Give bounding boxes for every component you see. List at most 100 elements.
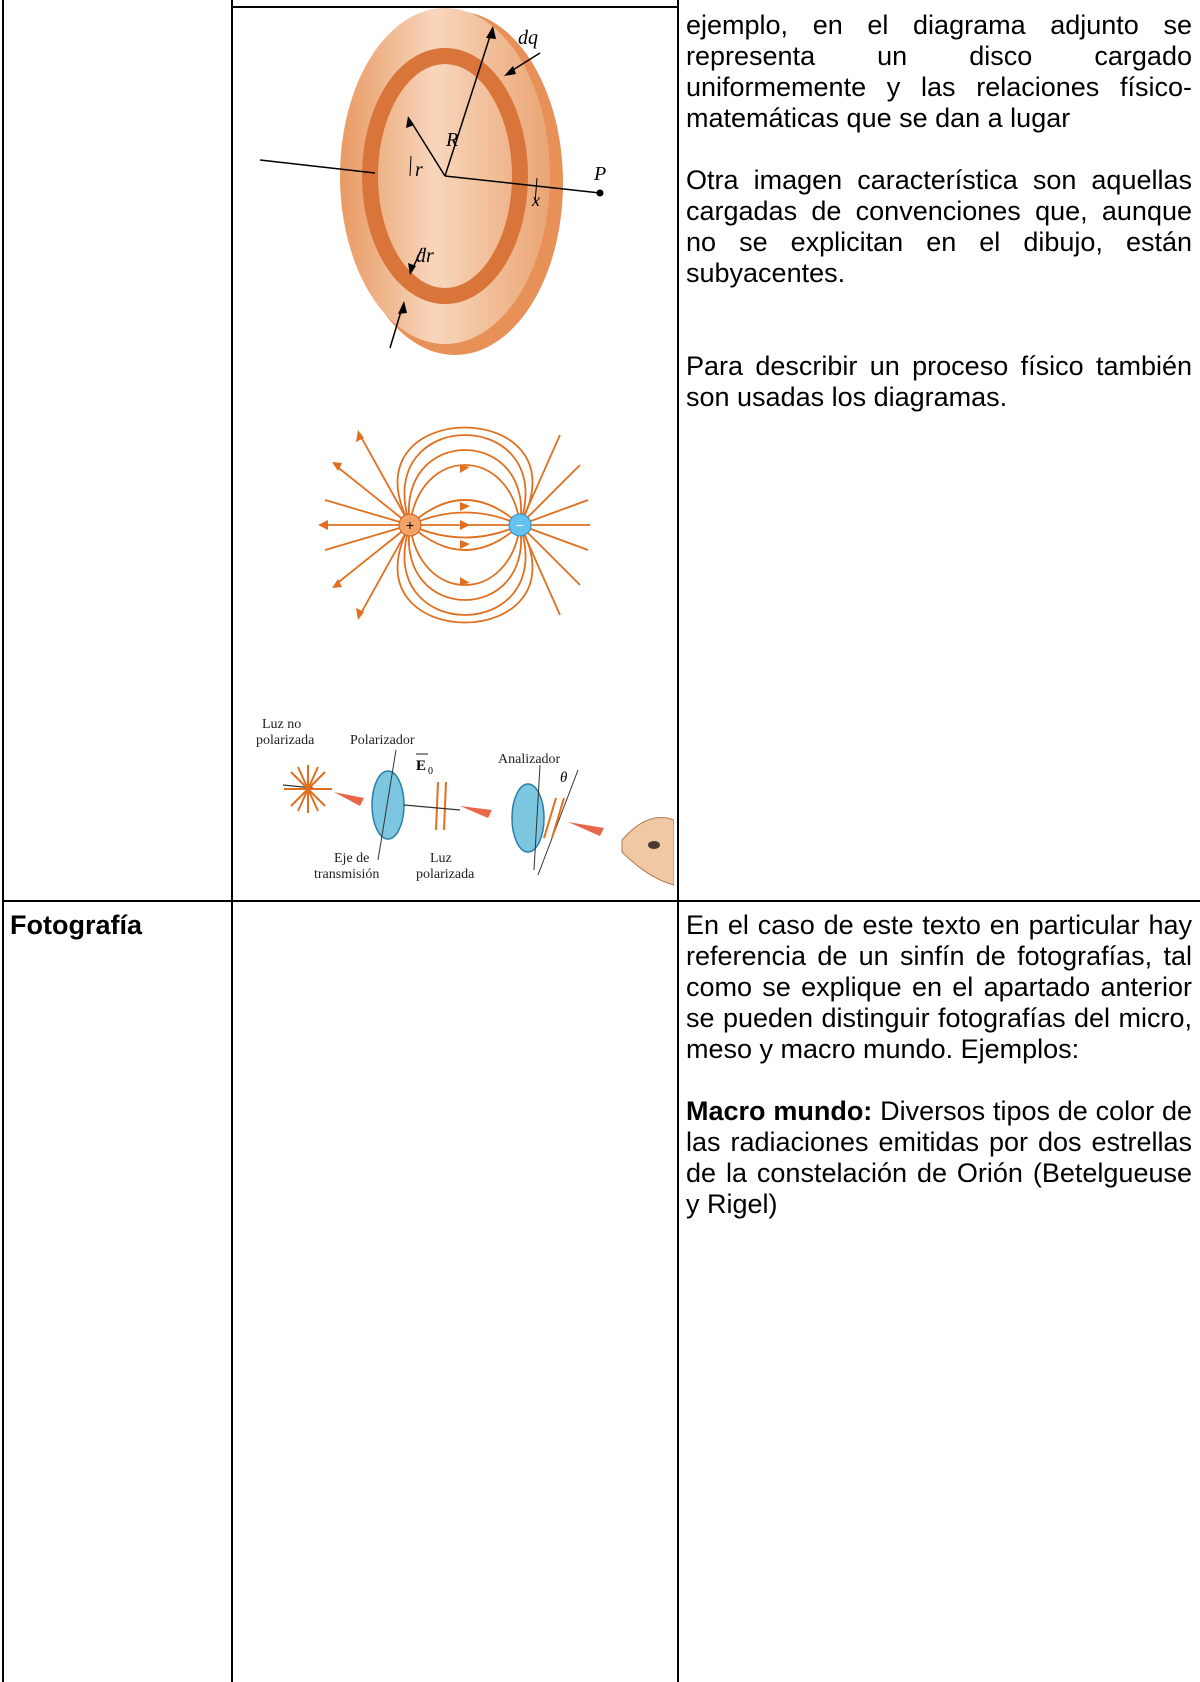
- charge-ring: [362, 48, 528, 304]
- label-analyzer: Analizador: [498, 752, 561, 767]
- unpolarized-light-burst: [284, 765, 332, 813]
- table-row-divider: [2, 900, 1200, 902]
- label-e0: E: [416, 758, 426, 774]
- label-dr: dr: [416, 245, 434, 267]
- row2-label: Fotografía: [10, 910, 142, 940]
- table-divider-col2: [677, 0, 679, 1682]
- dipole-field-diagram: + −: [318, 426, 590, 624]
- field-line: [403, 524, 527, 616]
- eye-iris: [648, 841, 660, 849]
- field-line: [519, 464, 581, 526]
- field-line: [334, 464, 411, 526]
- field-arrow: [332, 579, 342, 588]
- field-line: [407, 524, 523, 601]
- ray-arrow-1: [334, 792, 364, 806]
- negative-charge: [508, 513, 532, 537]
- field-arrow: [356, 430, 364, 442]
- label-polarizer: Polarizador: [350, 733, 415, 748]
- table-border-left: [2, 0, 4, 1682]
- field-arrow: [460, 520, 470, 530]
- analyzed-light-arrows: [543, 797, 565, 839]
- negative-charge-sign: −: [516, 517, 524, 533]
- positive-charge: [398, 513, 422, 537]
- analyzer-axis-line: [533, 764, 541, 871]
- field-arrow: [460, 540, 470, 549]
- row2-paragraph-1: En el caso de este texto en particular h…: [686, 910, 1192, 1064]
- radius-r-line: [409, 119, 446, 177]
- field-arrow: [318, 520, 328, 530]
- field-line: [519, 524, 589, 551]
- label-axis-1: Eje de: [334, 851, 369, 866]
- eye-observer: [621, 817, 674, 886]
- dr-arrowhead-top: [408, 263, 416, 275]
- label-e0-subscript: 0: [428, 766, 433, 777]
- polarizer-filter: [371, 770, 405, 840]
- field-line: [519, 524, 561, 616]
- field-line: [396, 524, 534, 624]
- field-line: [409, 524, 521, 586]
- row1-text-cell: ejemplo, en el diagrama adjunto se repre…: [686, 10, 1192, 413]
- field-line: [403, 434, 527, 526]
- field-line: [409, 524, 521, 539]
- label-x: x: [531, 190, 540, 210]
- field-arrow: [332, 462, 342, 471]
- macro-text: Diversos tipos de color de las radiacion…: [686, 1096, 1192, 1219]
- point-p: [596, 189, 604, 197]
- field-line: [409, 499, 521, 526]
- polarized-light-arrows: [435, 781, 447, 831]
- label-R: R: [445, 129, 458, 151]
- field-line: [519, 499, 589, 526]
- transmitted-ray: [403, 804, 461, 811]
- dr-arrowhead-bottom: [398, 301, 407, 314]
- ray-arrow-2: [460, 806, 492, 818]
- label-dq: dq: [518, 27, 538, 49]
- field-line: [324, 524, 411, 551]
- x-tick: [534, 177, 538, 204]
- field-arrow: [460, 465, 470, 473]
- field-line: [396, 426, 534, 526]
- dr-arrow-bottom: [389, 307, 403, 349]
- polarizer-axis-line: [377, 749, 397, 861]
- axis-line: [444, 175, 601, 194]
- radius-R-line: [444, 29, 493, 177]
- r-tick: [409, 155, 412, 177]
- field-line: [359, 524, 411, 616]
- row2-paragraph-2: Macro mundo: Diversos tipos de color de …: [686, 1096, 1192, 1220]
- row1-paragraph-3: Para describir un proceso físico también…: [686, 351, 1192, 412]
- field-line: [519, 434, 561, 526]
- row1-paragraph-2: Otra imagen característica son aquellas …: [686, 165, 1192, 288]
- label-P: P: [593, 163, 606, 185]
- radius-r-arrowhead: [406, 116, 414, 128]
- label-theta: θ: [560, 770, 568, 786]
- polarizer-diagram: Luz no polarizada Polarizador Analizador…: [256, 717, 674, 886]
- charged-disk-diagram: dq R r P x dr: [259, 8, 606, 355]
- field-line: [409, 464, 521, 526]
- analyzer-filter: [511, 783, 545, 853]
- label-polarized-1: Luz: [430, 851, 452, 866]
- dq-arrowhead: [504, 66, 516, 76]
- table-border-top: [233, 6, 677, 8]
- field-line: [519, 524, 581, 586]
- analyzer-angle-line: [537, 769, 579, 876]
- field-line: [324, 499, 411, 526]
- row2-text-cell: En el caso de este texto en particular h…: [686, 910, 1192, 1220]
- field-line: [407, 449, 523, 526]
- axis-line-left: [259, 159, 376, 174]
- field-line: [409, 511, 521, 526]
- ray-arrow-3: [568, 822, 604, 836]
- radius-R-arrowhead: [486, 26, 496, 39]
- field-arrow: [356, 608, 364, 620]
- label-r: r: [415, 159, 423, 181]
- macro-label: Macro mundo:: [686, 1096, 873, 1126]
- label-unpolarized-2: polarizada: [256, 733, 315, 748]
- label-unpolarized-1: Luz no: [262, 717, 301, 732]
- field-arrow: [460, 502, 470, 511]
- field-line: [409, 524, 521, 551]
- field-line: [334, 524, 411, 586]
- table-divider-col1: [231, 0, 233, 1682]
- label-axis-2: transmisión: [314, 867, 379, 882]
- row1-paragraph-1: ejemplo, en el diagrama adjunto se repre…: [686, 10, 1192, 133]
- field-arrow: [460, 577, 470, 585]
- label-polarized-2: polarizada: [416, 867, 475, 882]
